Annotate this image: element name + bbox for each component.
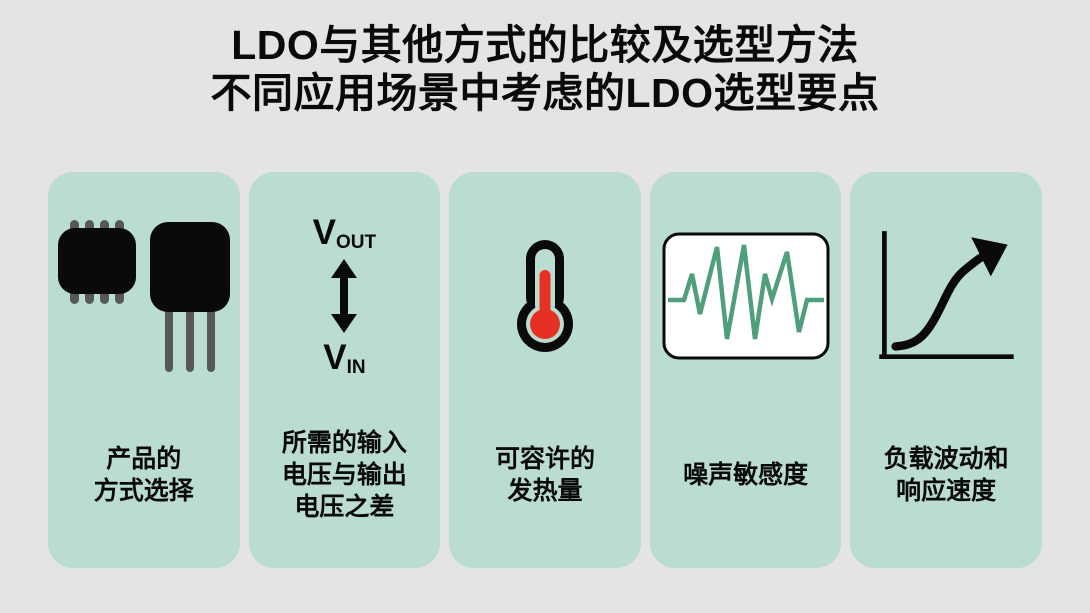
card-noise-sensitivity: 噪声敏感度 [649,172,842,568]
selection-criteria-cards: 产品的 方式选择 VOUT VIN 所需的输入 电压与输出 电压之差 [48,172,1042,568]
page-title-line1: LDO与其他方式的比较及选型方法 [231,22,859,68]
card-noise-sensitivity-icon-area [650,208,842,384]
response-curve-icon [879,231,1014,359]
vout-label: VOUT [312,212,377,253]
card-load-response: 负载波动和 响应速度 [850,172,1042,568]
card-allowable-heat-label: 可容许的 发热量 [494,445,595,505]
vout-vin-arrow-icon: VOUT VIN [313,215,376,377]
noise-waveform-icon [662,232,830,360]
card-load-response-icon-area [850,208,1042,384]
card-voltage-difference: VOUT VIN 所需的输入 电压与输出 电压之差 [248,172,441,568]
card-allowable-heat: 可容许的 发热量 [449,172,641,568]
card-product-package-icon-area [48,208,240,384]
card-allowable-heat-icon-area [449,208,641,384]
vin-label: VIN [323,338,366,379]
page-title: LDO与其他方式的比较及选型方法 不同应用场景中考虑的LDO选型要点 [0,22,1090,118]
card-product-package: 产品的 方式选择 [48,172,240,568]
card-product-package-label: 产品的 方式选择 [93,445,194,505]
double-headed-arrow-icon [331,259,358,333]
page-title-line2: 不同应用场景中考虑的LDO选型要点 [210,69,880,116]
chip-packages-icon [57,220,230,372]
card-voltage-difference-label: 所需的输入 电压与输出 电压之差 [281,429,407,521]
card-voltage-difference-icon-area: VOUT VIN [249,208,441,384]
thermometer-icon [516,240,573,352]
card-noise-sensitivity-label: 噪声敏感度 [683,461,809,490]
card-load-response-label: 负载波动和 响应速度 [883,445,1009,505]
